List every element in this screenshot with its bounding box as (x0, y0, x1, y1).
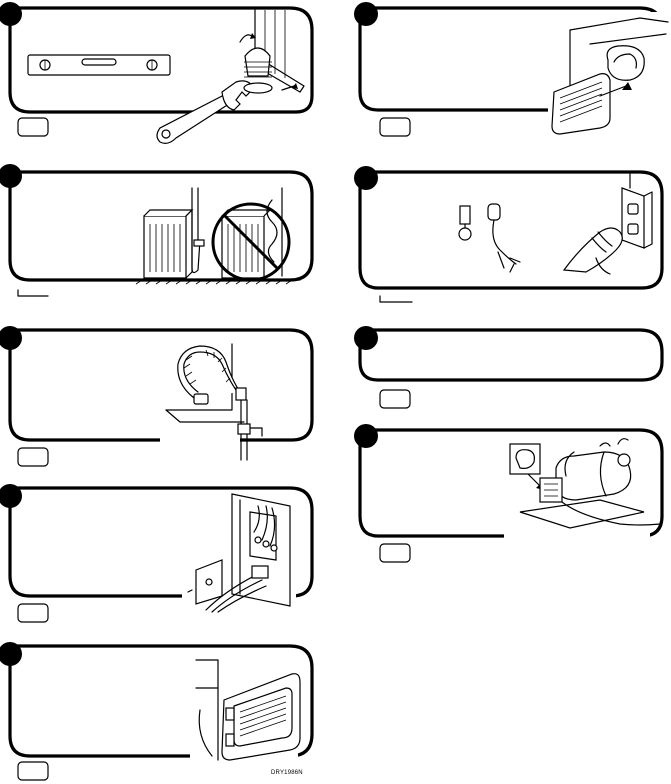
gas-line-illustration (160, 340, 263, 461)
gas-valve-illustration (504, 434, 661, 542)
step-marker (0, 164, 22, 188)
step-marker (0, 2, 22, 26)
step-marker (354, 326, 378, 350)
step-gas-connection (0, 326, 314, 467)
checkbox[interactable] (17, 761, 49, 781)
step-marker (0, 642, 22, 666)
lint-filter-illustration (190, 656, 301, 761)
step-leveling (0, 2, 314, 144)
outlet-plug-in-illustration (562, 173, 653, 275)
step-installation-position (0, 164, 314, 297)
checkbox[interactable] (379, 295, 413, 303)
step-exhaust-duct (0, 642, 314, 781)
checkbox[interactable] (17, 117, 49, 137)
step-note (354, 326, 664, 409)
checkbox[interactable] (17, 289, 49, 297)
leveling-foot-illustration (239, 9, 305, 94)
dryer-vent-illustration (548, 12, 669, 136)
step-marker (354, 424, 378, 448)
wrench-illustration (156, 80, 255, 144)
washer-correct-illustration (143, 187, 205, 279)
step-marker (354, 166, 378, 190)
step-exhaust-hookup (354, 2, 669, 137)
checkbox[interactable] (379, 389, 411, 409)
washer-incorrect-illustration (211, 187, 291, 282)
terminal-block-illustration (182, 493, 296, 613)
checkbox[interactable] (17, 603, 49, 623)
checkbox[interactable] (379, 117, 411, 137)
prohibition-icon (211, 202, 291, 282)
step-power-cord (354, 166, 664, 303)
step-marker (0, 326, 22, 350)
document-code: DRY1986N (271, 770, 303, 776)
checkbox[interactable] (379, 543, 411, 563)
step-marker (354, 2, 378, 26)
step-gas-valve (354, 424, 664, 563)
level-tool-illustration (27, 54, 171, 76)
step-marker (0, 484, 22, 508)
plug-illustration (458, 203, 521, 273)
checkbox[interactable] (17, 447, 49, 467)
step-electrical-wiring (0, 484, 314, 623)
